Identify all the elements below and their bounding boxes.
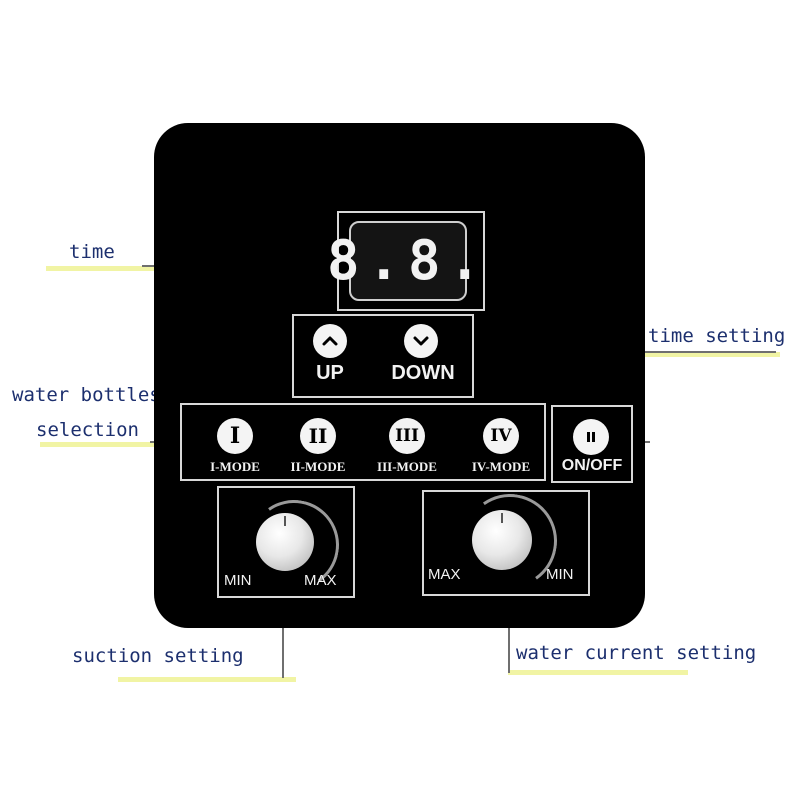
label-time: time	[69, 241, 115, 263]
label-time-setting: time setting	[648, 325, 786, 347]
current-max-label: MAX	[428, 566, 461, 583]
mode-4-button[interactable]: IV	[483, 418, 519, 454]
display-digits: 8.8.	[326, 229, 490, 292]
mode-2-button[interactable]: II	[300, 418, 336, 454]
mode-3-label: III-MODE	[377, 459, 437, 474]
mode-1-button[interactable]: I	[217, 418, 253, 454]
power-button[interactable]	[573, 419, 609, 455]
current-min-label: MIN	[546, 566, 574, 583]
mode-3-numeral: III	[395, 426, 419, 446]
leader-glow-suction	[118, 677, 296, 682]
leader-glow-water-bottles	[40, 442, 180, 447]
time-display: 8.8.	[327, 221, 481, 301]
label-water-current-setting: water current setting	[516, 642, 757, 664]
label-selection: selection	[36, 419, 139, 441]
control-panel	[154, 123, 645, 628]
mode-4-label: IV-MODE	[471, 459, 531, 474]
down-label: DOWN	[391, 362, 455, 384]
label-water-bottles: water bottles	[12, 384, 161, 406]
current-knob-group	[422, 490, 590, 596]
leader-glow-water-current	[508, 670, 688, 675]
leader-line-water-current-vertical	[508, 595, 510, 673]
mode-2-numeral: II	[308, 424, 328, 448]
leader-line-suction-vertical	[282, 598, 284, 678]
chevron-down-icon	[413, 336, 429, 346]
mode-2-label: II-MODE	[290, 459, 346, 474]
power-label: ON/OFF	[561, 457, 623, 474]
mode-selection-group	[180, 403, 546, 481]
suction-max-label: MAX	[304, 572, 337, 589]
power-group	[551, 405, 633, 483]
leader-glow-time	[46, 266, 156, 271]
up-label: UP	[316, 362, 344, 384]
pause-icon	[587, 432, 595, 442]
mode-4-numeral: IV	[490, 426, 512, 446]
current-knob[interactable]	[472, 510, 532, 570]
down-button[interactable]	[404, 324, 438, 358]
up-button[interactable]	[313, 324, 347, 358]
mode-1-label: I-MODE	[210, 459, 260, 474]
leader-glow-time-setting	[640, 352, 780, 357]
mode-1-numeral: I	[229, 423, 241, 449]
chevron-up-icon	[322, 336, 338, 346]
time-setting-group	[292, 314, 474, 398]
suction-knob-group	[217, 486, 355, 598]
suction-knob[interactable]	[256, 513, 314, 571]
mode-3-button[interactable]: III	[389, 418, 425, 454]
label-suction-setting: suction setting	[72, 645, 244, 667]
suction-min-label: MIN	[224, 572, 252, 589]
display-frame	[337, 211, 485, 311]
